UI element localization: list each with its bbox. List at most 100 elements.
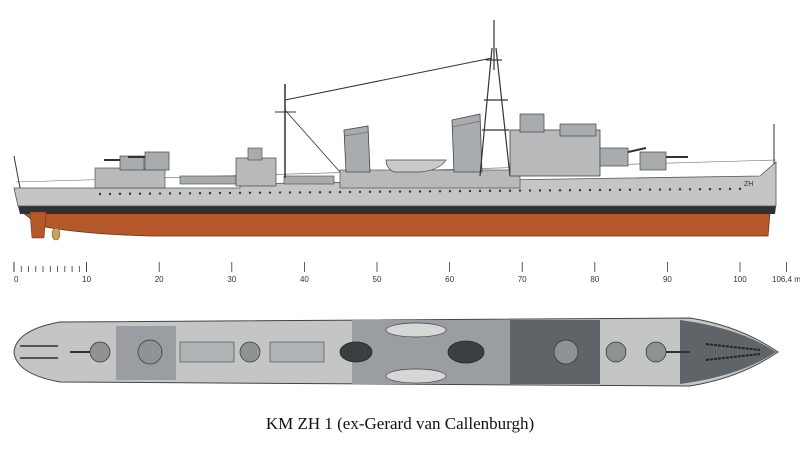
- porthole: [678, 188, 682, 191]
- porthole: [428, 190, 432, 193]
- scale-tick-label: 70: [518, 275, 527, 284]
- fwd-turret-plan-1: [605, 341, 627, 363]
- porthole: [608, 188, 612, 192]
- porthole: [498, 189, 502, 192]
- anchor-chain-port: [705, 343, 761, 351]
- porthole: [368, 190, 372, 194]
- porthole: [318, 191, 322, 194]
- porthole: [708, 187, 712, 191]
- porthole: [228, 191, 232, 195]
- porthole: [308, 191, 312, 194]
- porthole: [328, 190, 332, 194]
- aft-turret-2: [144, 151, 170, 171]
- torpedo-mount-mid: [283, 175, 335, 185]
- porthole: [688, 188, 692, 191]
- aft-funnel-plan: [339, 341, 373, 363]
- stern-depth-charges: [20, 345, 58, 359]
- porthole: [648, 188, 652, 191]
- porthole: [578, 188, 582, 192]
- scale-tick-label: 106,4 m: [772, 275, 800, 284]
- midships-deckhouse: [339, 169, 521, 189]
- porthole: [348, 190, 352, 194]
- porthole: [418, 190, 422, 193]
- underwater-hull: [20, 211, 771, 237]
- porthole: [568, 189, 572, 192]
- scale-tick-label: 100: [733, 275, 747, 284]
- porthole: [278, 191, 282, 194]
- aa-gun-aft: [247, 147, 263, 161]
- boat-plan-port: [385, 322, 447, 338]
- rangefinder-plan: [553, 339, 579, 365]
- scale-tick-label: 80: [590, 275, 599, 284]
- porthole: [298, 191, 302, 194]
- portholes: [98, 187, 742, 196]
- scale-tick-label: 60: [445, 275, 454, 284]
- porthole: [468, 189, 472, 193]
- porthole: [288, 191, 292, 194]
- forward-funnel-plan: [447, 340, 485, 364]
- scale-tick-label: 30: [227, 275, 236, 284]
- aft-funnel: [343, 125, 371, 173]
- porthole: [548, 189, 552, 192]
- fwd-turret-2: [639, 151, 667, 171]
- porthole: [728, 187, 732, 191]
- aft-turret-plan-2: [137, 339, 163, 365]
- aa-turret-plan: [239, 341, 261, 363]
- porthole: [388, 190, 392, 193]
- aft-deckhouse: [94, 167, 166, 189]
- porthole: [508, 189, 512, 192]
- porthole: [138, 192, 142, 195]
- porthole: [158, 192, 162, 195]
- scale-tick-label: 90: [663, 275, 672, 284]
- porthole: [668, 188, 672, 191]
- scale-bar: 0 10 20 30 40 50 60 70 80 90 100 106,4 m: [13, 262, 800, 284]
- foremast: [479, 20, 511, 177]
- fwd-gun-1-barrel: [627, 147, 647, 153]
- porthole: [448, 190, 452, 193]
- forward-funnel: [451, 113, 483, 173]
- porthole: [588, 188, 592, 192]
- porthole: [718, 187, 722, 191]
- porthole: [598, 188, 602, 192]
- hull-pennant-mark: ZH: [744, 181, 753, 188]
- porthole: [338, 190, 342, 194]
- porthole: [378, 190, 382, 193]
- porthole: [738, 187, 742, 191]
- torpedo-tubes-aft-plan: [179, 341, 235, 363]
- porthole: [538, 189, 542, 192]
- porthole: [118, 192, 122, 196]
- porthole: [268, 191, 272, 194]
- boot-topping: [18, 206, 776, 214]
- ships-boat: [385, 159, 447, 173]
- aft-turret-1: [119, 155, 145, 171]
- aft-funnel-cap: [343, 131, 370, 137]
- drawing-caption: KM ZH 1 (ex-Gerard van Callenburgh): [265, 414, 535, 433]
- rudder: [29, 211, 47, 239]
- rangefinder: [559, 123, 597, 137]
- bridge-top: [519, 113, 545, 133]
- torpedo-mount-aft: [179, 175, 237, 185]
- scale-tick-label: 20: [155, 275, 164, 284]
- porthole: [178, 192, 182, 195]
- scale-tick-label: 0: [14, 275, 19, 284]
- antenna-wire: [284, 57, 493, 101]
- porthole: [238, 191, 242, 195]
- plan-view: [13, 317, 779, 387]
- porthole: [98, 192, 102, 196]
- porthole: [558, 189, 562, 192]
- bridge: [509, 129, 601, 177]
- porthole: [518, 189, 522, 192]
- porthole: [108, 192, 112, 196]
- aft-turret-plan-1: [89, 341, 111, 363]
- porthole: [168, 192, 172, 195]
- porthole: [218, 191, 222, 195]
- scale-tick-label: 50: [373, 275, 382, 284]
- anchor-chain-starboard: [705, 353, 761, 361]
- porthole: [628, 188, 632, 191]
- boat-plan-starboard: [385, 368, 447, 384]
- scale-tick-label: 40: [300, 275, 309, 284]
- porthole: [248, 191, 252, 194]
- scale-tick-label: 10: [82, 275, 91, 284]
- searchlight-platform: [235, 157, 277, 187]
